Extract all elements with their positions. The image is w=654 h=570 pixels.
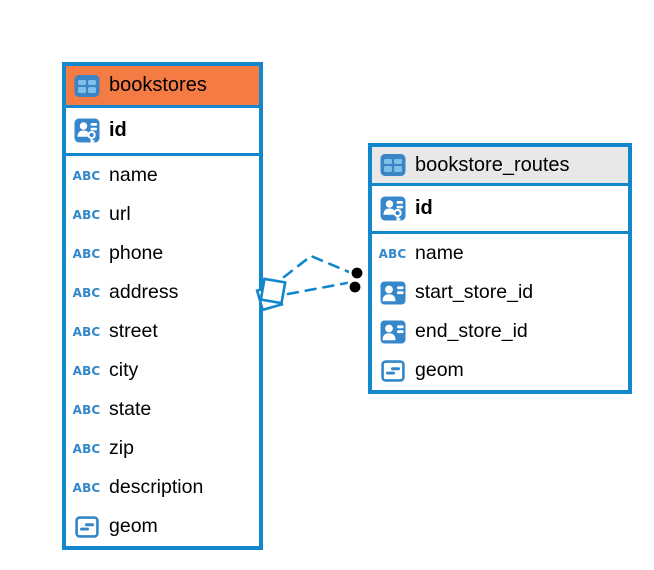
- bookstores-field-row-description[interactable]: ABC description: [66, 468, 259, 507]
- varchar-icon: ABC: [72, 324, 101, 339]
- field-name: id: [109, 119, 127, 141]
- bookstores-field-row-id[interactable]: id: [66, 108, 259, 156]
- varchar-icon: ABC: [72, 363, 101, 378]
- table-icon: [379, 153, 406, 177]
- varchar-icon: ABC: [378, 246, 407, 261]
- field-name: geom: [109, 515, 158, 537]
- field-name: geom: [415, 359, 464, 381]
- varchar-icon: ABC: [72, 441, 101, 456]
- primary-key-icon: [73, 117, 100, 144]
- bookstores-field-row-geom[interactable]: geom: [66, 507, 259, 546]
- table-card-bookstores[interactable]: bookstores id ABC name ABC url ABC phone: [62, 62, 263, 550]
- table-card-bookstore-routes[interactable]: bookstore_routes id ABC name: [368, 143, 632, 394]
- relationship-endpoint-dot-2[interactable]: [346, 278, 364, 296]
- bookstores-field-row-url[interactable]: ABC url: [66, 195, 259, 234]
- bookstores-field-row-address[interactable]: ABC address: [66, 273, 259, 312]
- bookstores-field-row-state[interactable]: ABC state: [66, 390, 259, 429]
- varchar-icon: ABC: [72, 207, 101, 222]
- field-name: name: [415, 242, 464, 264]
- relationship-endpoint-dot-1[interactable]: [348, 264, 366, 282]
- foreign-key-icon: [379, 320, 406, 344]
- bookstores-field-row-city[interactable]: ABC city: [66, 351, 259, 390]
- field-name: id: [415, 197, 433, 219]
- table-icon: [73, 74, 100, 98]
- table-header-bookstore-routes[interactable]: bookstore_routes: [372, 147, 628, 186]
- routes-field-row-start-store-id[interactable]: start_store_id: [372, 273, 628, 312]
- routes-field-row-end-store-id[interactable]: end_store_id: [372, 312, 628, 351]
- varchar-icon: ABC: [72, 246, 101, 261]
- varchar-icon: ABC: [72, 480, 101, 495]
- varchar-icon: ABC: [72, 402, 101, 417]
- routes-field-row-id[interactable]: id: [372, 186, 628, 234]
- field-name: end_store_id: [415, 320, 528, 342]
- field-name: name: [109, 164, 158, 186]
- geometry-icon: [73, 515, 100, 539]
- field-name: zip: [109, 437, 134, 459]
- field-name: street: [109, 320, 158, 342]
- field-name: start_store_id: [415, 281, 534, 303]
- table-title: bookstore_routes: [415, 153, 570, 176]
- geometry-icon: [379, 359, 406, 383]
- varchar-icon: ABC: [72, 285, 101, 300]
- routes-field-row-name[interactable]: ABC name: [372, 234, 628, 273]
- field-name: url: [109, 203, 131, 225]
- relationship-line-1[interactable]: [282, 254, 351, 279]
- routes-field-row-geom[interactable]: geom: [372, 351, 628, 390]
- table-header-bookstores[interactable]: bookstores: [66, 66, 259, 108]
- primary-key-icon: [379, 195, 406, 222]
- bookstores-field-row-zip[interactable]: ABC zip: [66, 429, 259, 468]
- bookstores-field-row-phone[interactable]: ABC phone: [66, 234, 259, 273]
- bookstores-field-row-street[interactable]: ABC street: [66, 312, 259, 351]
- varchar-icon: ABC: [72, 168, 101, 183]
- field-name: address: [109, 281, 179, 303]
- source-marker-front-square: [259, 277, 287, 305]
- field-name: phone: [109, 242, 164, 264]
- field-name: state: [109, 398, 152, 420]
- foreign-key-icon: [379, 281, 406, 305]
- relationship-line-2[interactable]: [286, 281, 349, 296]
- field-name: description: [109, 476, 204, 498]
- bookstores-field-row-name[interactable]: ABC name: [66, 156, 259, 195]
- field-name: city: [109, 359, 139, 381]
- table-title: bookstores: [109, 74, 207, 96]
